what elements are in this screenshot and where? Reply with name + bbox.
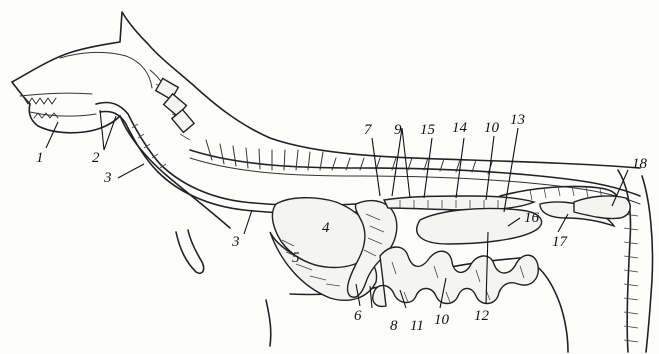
- label-10-upper: 10: [484, 120, 500, 136]
- label-12: 12: [474, 308, 490, 324]
- label-2: 2: [92, 150, 100, 166]
- label-9: 9: [394, 122, 402, 138]
- label-11: 11: [410, 318, 424, 334]
- label-6: 6: [354, 308, 362, 324]
- label-4: 4: [322, 220, 330, 236]
- esophagus: [96, 102, 356, 213]
- rectum: [540, 196, 630, 226]
- label-3-upper: 3: [103, 170, 112, 186]
- pancreas-spleen: [384, 196, 534, 210]
- label-14: 14: [452, 120, 468, 136]
- label-16: 16: [524, 210, 540, 226]
- label-5: 5: [292, 250, 300, 266]
- label-18: 18: [632, 156, 648, 172]
- label-13: 13: [510, 112, 525, 128]
- label-17: 17: [552, 234, 569, 250]
- label-8: 8: [390, 318, 398, 334]
- label-10-lower: 10: [434, 312, 450, 328]
- small-intestine: [373, 247, 539, 306]
- label-3-lower: 3: [231, 234, 240, 250]
- label-1: 1: [36, 150, 44, 166]
- label-15: 15: [420, 122, 436, 138]
- label-7: 7: [364, 122, 373, 138]
